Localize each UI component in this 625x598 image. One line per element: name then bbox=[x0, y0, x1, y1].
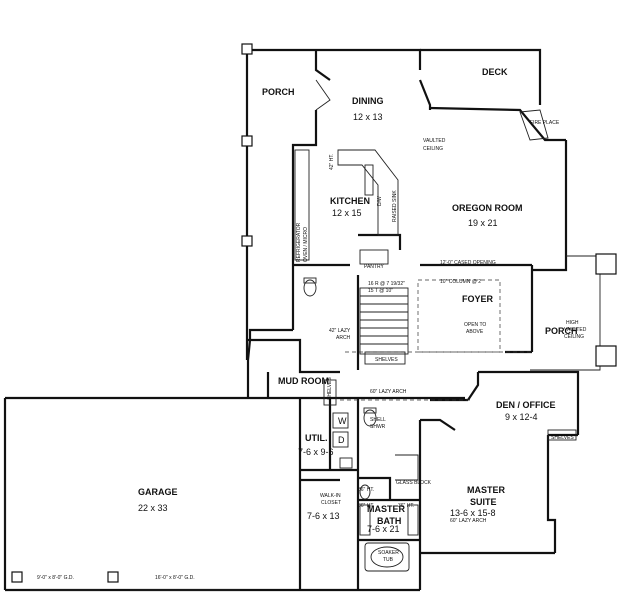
note-oven-micro: OVEN / MICRO bbox=[303, 227, 309, 262]
note-wash: W bbox=[338, 416, 347, 426]
note-walk-in-1: WALK-IN bbox=[320, 493, 341, 499]
room-size-closet: 7-6 x 13 bbox=[307, 511, 340, 521]
note-open-to-above-1: OPEN TO bbox=[464, 322, 486, 328]
note-stair-2: 15 T @ 10" bbox=[368, 288, 393, 294]
note-lazy-arch-42: 42" LAZY bbox=[329, 328, 351, 334]
room-label-porch-right: PORCH bbox=[545, 326, 578, 336]
room-label-kitchen: KITCHEN bbox=[330, 196, 370, 206]
room-size-great-room: 19 x 21 bbox=[468, 218, 498, 228]
note-counter-36-b: 36" HT. bbox=[358, 503, 374, 509]
room-label-mud-room: MUD ROOM bbox=[278, 376, 329, 386]
room-label-util: UTIL. bbox=[305, 433, 328, 443]
note-cased-opening: 12'-0" CASED OPENING bbox=[440, 260, 496, 266]
room-label-great-room: OREGON ROOM bbox=[452, 203, 523, 213]
note-dw: D/W bbox=[377, 196, 383, 206]
note-shelves-stair: SHELVES bbox=[375, 357, 398, 363]
room-size-master-bath: 7-6 x 21 bbox=[367, 524, 400, 534]
post-icon bbox=[107, 571, 119, 583]
room-label-dining: DINING bbox=[352, 96, 384, 106]
post-icon bbox=[595, 253, 617, 275]
note-counter-36-c: 36" HT. bbox=[398, 503, 414, 509]
note-shower-2: SHWR bbox=[370, 424, 386, 430]
note-lazy-arch-60: 60" LAZY ARCH bbox=[370, 389, 407, 395]
note-soaker-1: SOAKER bbox=[378, 550, 399, 556]
room-label-master-suite: MASTER bbox=[467, 485, 506, 495]
room-size-kitchen: 12 x 15 bbox=[332, 208, 362, 218]
note-fireplace: FIRE PLACE bbox=[530, 120, 560, 126]
note-lazy-arch-60-suite: 60" LAZY ARCH bbox=[450, 518, 487, 524]
note-shower-1: SHELL bbox=[370, 417, 386, 423]
note-high-vaulted-1: HIGH bbox=[566, 320, 579, 326]
note-high-vaulted-3: CEILING bbox=[564, 334, 584, 340]
note-vaulted-2: CEILING bbox=[423, 146, 443, 152]
room-size-master-suite: 13-6 x 15-8 bbox=[450, 508, 496, 518]
room-label-deck: DECK bbox=[482, 67, 508, 77]
room-size-garage: 22 x 33 bbox=[138, 503, 168, 513]
post-icon bbox=[595, 345, 617, 367]
room-size-den: 9 x 12-4 bbox=[505, 412, 538, 422]
note-vaulted-1: VAULTED bbox=[423, 138, 446, 144]
note-shelves-den: SHELVES bbox=[551, 435, 574, 441]
room-labels: PORCH DINING 12 x 13 DECK KITCHEN 12 x 1… bbox=[138, 67, 578, 534]
room-size-dining: 12 x 13 bbox=[353, 112, 383, 122]
note-column: 10" COLUMN @ 2 bbox=[440, 279, 481, 285]
walls bbox=[3, 48, 601, 592]
note-shelves-mud: SHELVES bbox=[327, 377, 333, 400]
room-label-den: DEN / OFFICE bbox=[496, 400, 556, 410]
annotations: FIRE PLACE VAULTED CEILING REFRIGERATOR … bbox=[37, 120, 587, 581]
note-open-to-above-2: ABOVE bbox=[466, 329, 484, 335]
note-bar-height: 42" HT. bbox=[329, 154, 335, 170]
post-icon bbox=[241, 235, 253, 247]
note-garage-door-2: 16'-0" x 8'-0" G.D. bbox=[155, 575, 195, 581]
room-size-util: 7-6 x 9-6 bbox=[298, 447, 334, 457]
note-stair-1: 16 R @ 7 19/32" bbox=[368, 281, 405, 287]
note-counter-36-a: 36" HT. bbox=[358, 487, 374, 493]
room-label-master-suite-2: SUITE bbox=[470, 497, 497, 507]
post-icon bbox=[241, 43, 253, 55]
fixtures bbox=[4, 109, 577, 591]
room-label-garage: GARAGE bbox=[138, 487, 178, 497]
note-refrigerator: REFRIGERATOR bbox=[296, 222, 302, 262]
note-dry: D bbox=[338, 435, 345, 445]
room-label-porch-left: PORCH bbox=[262, 87, 295, 97]
note-pantry: PANTRY bbox=[364, 264, 384, 270]
note-lazy-arch-42-2: ARCH bbox=[336, 335, 351, 341]
post-icon bbox=[11, 571, 23, 583]
room-label-master-bath-2: BATH bbox=[377, 516, 401, 526]
note-garage-door-1: 9'-0" x 8'-0" G.D. bbox=[37, 575, 74, 581]
note-glass-block: GLASS BLOCK bbox=[396, 480, 432, 486]
room-label-master-bath: MASTER bbox=[367, 504, 406, 514]
room-label-foyer: FOYER bbox=[462, 294, 494, 304]
note-high-vaulted-2: VAULTED bbox=[564, 327, 587, 333]
post-icon bbox=[241, 135, 253, 147]
note-raised-sink: RAISED SINK bbox=[392, 190, 398, 222]
note-soaker-2: TUB bbox=[383, 557, 394, 563]
note-walk-in-2: CLOSET bbox=[321, 500, 341, 506]
porch-posts bbox=[11, 43, 617, 583]
